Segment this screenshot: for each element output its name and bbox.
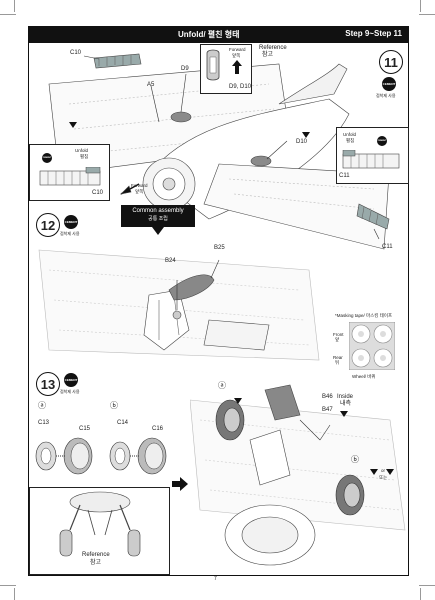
inside-label-kr: 내측	[340, 401, 352, 407]
part-b46: B46	[322, 394, 333, 400]
inside-label: Inside	[337, 394, 354, 400]
wheel-assembly-a	[35, 437, 93, 475]
masking-front: Front	[333, 332, 344, 337]
unfold-right-box: Unfold 펼침 CEMENT C11	[336, 127, 409, 184]
crop-mark	[419, 14, 435, 15]
masking-front-kr: 앞	[335, 337, 340, 342]
part-b24: B24	[165, 258, 176, 264]
step-12-number: 12	[36, 213, 60, 237]
fairing-icon	[206, 49, 220, 81]
arrow-right-icon	[172, 477, 188, 491]
landing-gear-reference	[59, 491, 141, 557]
reference-label: Reference	[259, 45, 287, 51]
step-11-number: 11	[379, 50, 403, 74]
crop-mark	[419, 585, 435, 586]
cement-note: 접착제 사용	[60, 389, 80, 394]
forward-label-kr: 앞쪽	[135, 189, 144, 194]
part-d9: D9	[181, 66, 189, 72]
header-step-range: Step 9~Step 11	[345, 29, 402, 38]
forward-label: Forward	[131, 183, 148, 188]
part-c16: C16	[152, 426, 164, 432]
part-b47: B47	[322, 407, 333, 413]
part-c10-b: C10	[92, 190, 104, 196]
part-c11-b: C11	[382, 244, 393, 250]
part-c10: C10	[70, 50, 82, 56]
crop-mark	[0, 585, 16, 586]
sub-a-main: ⓐ	[218, 381, 226, 390]
reference-bottom-label-kr: 참고	[90, 560, 102, 566]
ref-forward: Forward	[229, 47, 246, 52]
step-13-number: 13	[36, 372, 60, 396]
part-c11-a: C11	[339, 173, 350, 179]
step-13-illustration	[190, 384, 406, 566]
masking-tape-panel: *Masking tape/ 마스킹 테이프 Front 앞 Rear 뒤 Wh…	[332, 313, 407, 389]
unfold-right-label: Unfold	[343, 132, 357, 137]
reference-bottom-label: Reference	[82, 552, 110, 558]
part-c13: C13	[38, 420, 50, 426]
cement-icon: CEMENT	[64, 373, 78, 387]
crop-mark	[420, 0, 421, 12]
common-assembly-label-kr: 공통 조립	[148, 216, 168, 222]
page-number: 7	[214, 576, 217, 582]
crop-mark	[0, 14, 16, 15]
reference-label-kr: 참고	[262, 52, 274, 58]
arrow-up-icon	[232, 60, 242, 74]
unfold-left-box: Unfold 펼침 CEMENT C10	[29, 144, 110, 201]
cement-icon: CEMENT	[42, 153, 52, 163]
masking-wheel-label: Wheel/ 바퀴	[352, 374, 376, 379]
reference-box-bottom: Reference 참고	[29, 487, 170, 575]
step-12-illustration	[38, 249, 320, 361]
crop-mark	[14, 0, 15, 12]
or-label: or	[381, 468, 386, 473]
header-title: Unfold/ 펼친 형태	[178, 30, 240, 39]
part-b25: B25	[214, 245, 225, 251]
header-bar: Unfold/ 펼친 형태 Step 9~Step 11	[28, 26, 408, 43]
sub-b-main: ⓑ	[351, 455, 359, 464]
part-a5: A5	[147, 82, 155, 88]
cement-icon: CEMENT	[382, 77, 396, 91]
folding-wing-icon	[39, 167, 101, 186]
ref-parts: D9, D10	[229, 84, 252, 90]
ref-forward-kr: 앞쪽	[232, 53, 241, 58]
part-c14: C14	[117, 420, 129, 426]
crop-mark	[14, 588, 15, 600]
folding-wing-icon	[342, 150, 400, 169]
masking-tape-sheet	[349, 322, 395, 370]
cement-icon: CEMENT	[377, 136, 387, 146]
unfold-right-label-kr: 펼침	[346, 138, 355, 143]
sub-b-label: ⓑ	[110, 401, 118, 410]
cement-note: 접착제 사용	[60, 231, 80, 236]
unfold-left-label-kr: 펼침	[80, 154, 89, 159]
reference-box: Forward 앞쪽 D9, D10	[200, 44, 252, 94]
crop-mark	[420, 588, 421, 600]
masking-title: *Masking tape/ 마스킹 테이프	[335, 313, 393, 318]
step-11-illustration	[48, 53, 390, 250]
cement-icon: CEMENT	[64, 215, 78, 229]
sub-a-label: ⓐ	[38, 401, 46, 410]
wheel-assembly-b	[109, 437, 167, 475]
or-label-kr: 또는	[379, 475, 388, 480]
common-assembly-banner: Common assembly 공통 조립	[121, 205, 195, 227]
unfold-left-label: Unfold	[75, 148, 89, 153]
masking-rear: Rear	[333, 355, 343, 360]
part-c15: C15	[79, 426, 91, 432]
arrow-down-icon	[152, 227, 164, 235]
masking-rear-kr: 뒤	[335, 360, 340, 365]
part-d10: D10	[296, 139, 308, 145]
cement-note: 접착제 사용	[376, 93, 396, 98]
common-assembly-label: Common assembly	[132, 208, 184, 214]
